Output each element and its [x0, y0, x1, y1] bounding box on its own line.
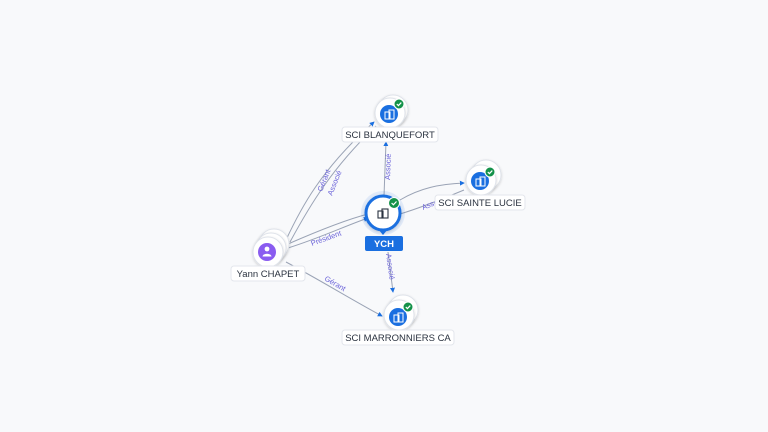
person-icon [262, 246, 272, 257]
node-sci-sainte-lucie[interactable]: SCI SAINTE LUCIE [434, 159, 526, 211]
edge-center-blanquefort[interactable] [383, 141, 389, 197]
building-icon [475, 176, 486, 187]
edge-label-person-marronniers: Gérant [323, 274, 348, 294]
node-label-ych: YCH [374, 239, 394, 250]
check-badge-icon [393, 98, 405, 110]
edge-label-center-marronniers: Associé [384, 253, 397, 280]
center-tag [365, 236, 403, 251]
node-sci-marronniers[interactable]: SCI MARRONNIERS CA [341, 294, 455, 346]
node-label-marronniers: SCI MARRONNIERS CA [345, 333, 451, 344]
node-label-yann-chapet: Yann CHAPET [237, 269, 300, 280]
edge-person-center[interactable] [287, 217, 369, 249]
building-icon [393, 312, 404, 323]
edge-person-center-2[interactable] [287, 213, 369, 245]
node-ych[interactable]: YCH [361, 191, 405, 251]
node-label-blanquefort: SCI BLANQUEFORT [345, 130, 435, 141]
node-label-sainte-lucie: SCI SAINTE LUCIE [438, 198, 521, 209]
edge-center-marronniers[interactable] [387, 251, 395, 293]
check-badge-icon [402, 301, 414, 313]
building-icon [377, 208, 389, 219]
edge-center-sainte-lucie[interactable] [399, 180, 465, 201]
edge-center-sainte-lucie-2[interactable] [399, 189, 465, 215]
check-badge-icon [388, 197, 400, 209]
building-icon [384, 109, 395, 120]
edge-label-person-center: Président [310, 228, 344, 248]
node-yann-chapet[interactable]: Yann CHAPET [230, 228, 306, 282]
edge-label-center-blanquefort: Associé [383, 154, 393, 181]
check-badge-icon [484, 166, 496, 178]
node-sci-blanquefort[interactable]: SCI BLANQUEFORT [341, 94, 439, 143]
person-avatar [258, 243, 276, 261]
